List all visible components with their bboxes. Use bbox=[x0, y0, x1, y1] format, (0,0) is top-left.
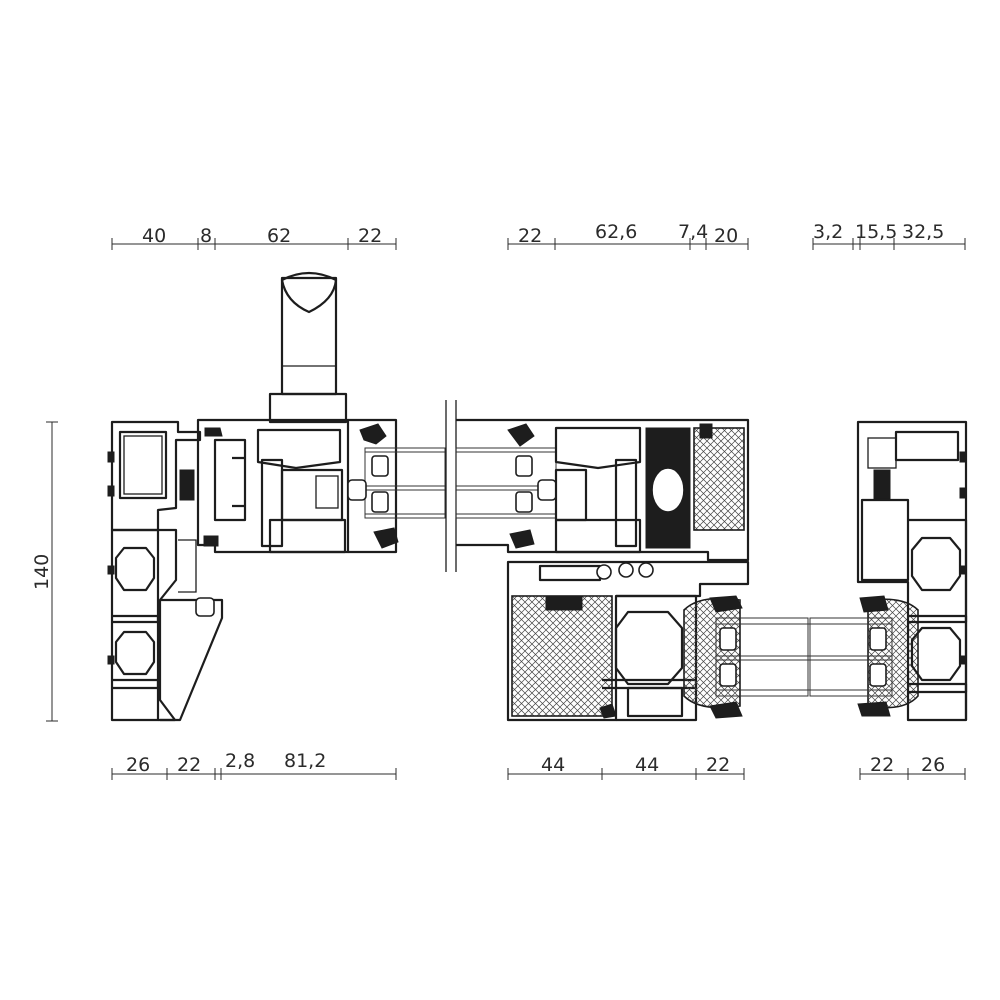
dim-bottom-right-1: 26 bbox=[921, 754, 945, 776]
left-frame-profile bbox=[107, 420, 224, 722]
middle-frame-profile bbox=[506, 560, 750, 722]
dim-bottom-left-3: 81,2 bbox=[284, 750, 326, 772]
left-glazing bbox=[347, 418, 446, 554]
dim-bottom-middle-1: 44 bbox=[635, 754, 659, 776]
dim-bottom-middle-0: 44 bbox=[541, 754, 565, 776]
dim-top-right-1: 15,5 bbox=[855, 221, 897, 243]
dim-top-left-3: 22 bbox=[358, 225, 382, 247]
bottom-glazing bbox=[683, 595, 919, 719]
dim-bottom-left-2: 2,8 bbox=[225, 750, 255, 772]
dim-bottom-left-0: 26 bbox=[126, 754, 150, 776]
dim-bottom-right-0: 22 bbox=[870, 754, 894, 776]
dim-top-middle-0: 22 bbox=[518, 225, 542, 247]
middle-sash-profile bbox=[455, 418, 750, 562]
dim-top-middle-2: 7,4 bbox=[678, 221, 708, 243]
dim-top-right-2: 32,5 bbox=[902, 221, 944, 243]
dimension-labels: 40 8 62 22 22 62,6 7,4 20 3,2 15,5 32,5 … bbox=[31, 221, 945, 776]
dim-bottom-middle-2: 22 bbox=[706, 754, 730, 776]
dim-bottom-left-1: 22 bbox=[177, 754, 201, 776]
right-frame-profile bbox=[856, 420, 968, 722]
dim-top-middle-3: 20 bbox=[714, 225, 738, 247]
dim-top-right-0: 3,2 bbox=[813, 221, 843, 243]
dim-top-left-0: 40 bbox=[142, 225, 166, 247]
left-sash-profile bbox=[196, 271, 350, 554]
dim-top-left-1: 8 bbox=[200, 225, 212, 247]
dim-top-middle-1: 62,6 bbox=[595, 221, 637, 243]
break-lines bbox=[445, 400, 457, 572]
handle-icon bbox=[280, 276, 338, 396]
dim-top-left-2: 62 bbox=[267, 225, 291, 247]
dim-height: 140 bbox=[31, 554, 53, 590]
dimension-lines bbox=[46, 238, 966, 780]
